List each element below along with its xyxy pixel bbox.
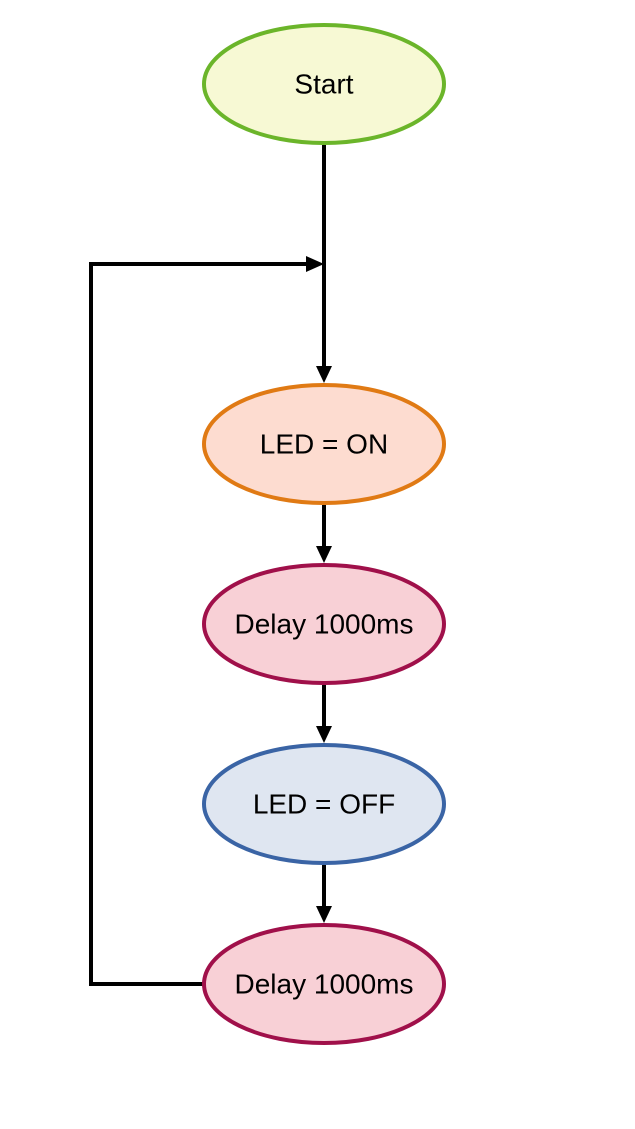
connector-led-off-to-delay	[316, 865, 332, 923]
node-led-on-shape	[202, 383, 446, 505]
node-start-shape	[202, 23, 446, 145]
node-delay-1-label: Delay 1000ms	[235, 609, 414, 640]
node-led-on-label: LED = ON	[260, 429, 388, 460]
node-delay-1: Delay 1000ms	[202, 563, 446, 685]
node-led-on: LED = ON	[202, 383, 446, 505]
node-start-label: Start	[294, 69, 353, 100]
node-led-off-label: LED = OFF	[253, 789, 395, 820]
node-delay-2: Delay 1000ms	[202, 923, 446, 1045]
connector-start-to-led-on	[316, 145, 332, 383]
node-delay-2-shape	[202, 923, 446, 1045]
connector-delay-to-led-off	[316, 685, 332, 743]
node-delay-1-shape	[202, 563, 446, 685]
connector-loop-back	[89, 256, 324, 986]
node-led-off-shape	[202, 743, 446, 865]
node-delay-2-label: Delay 1000ms	[235, 969, 414, 1000]
node-led-off: LED = OFF	[202, 743, 446, 865]
node-start: Start	[202, 23, 446, 145]
connector-led-on-to-delay	[316, 505, 332, 563]
